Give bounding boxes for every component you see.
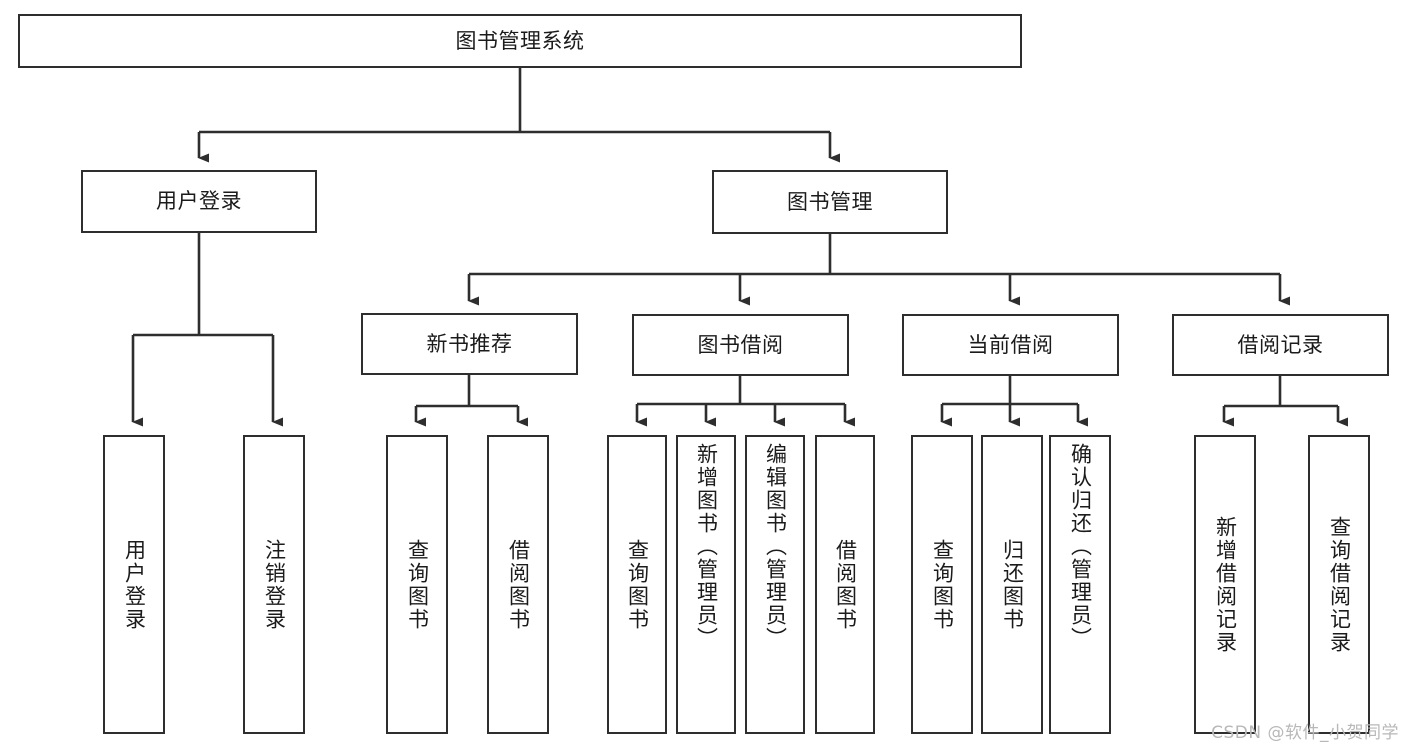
node-leaf-query-record[interactable]: 查询借阅记录 bbox=[1308, 435, 1370, 734]
node-borrow-record-label: 借阅记录 bbox=[1237, 332, 1324, 357]
node-book-borrow-label: 图书借阅 bbox=[697, 332, 784, 357]
node-leaf-query-book-1[interactable]: 查询图书 bbox=[386, 435, 448, 734]
node-leaf-add-book[interactable]: 新增图书（管理员） bbox=[676, 435, 736, 734]
node-leaf-query-book-3-label: 查询图书 bbox=[930, 538, 955, 631]
node-leaf-borrow-book-1-label: 借阅图书 bbox=[506, 538, 531, 631]
node-leaf-add-record-label: 新增借阅记录 bbox=[1213, 515, 1238, 654]
node-leaf-user-login[interactable]: 用户登录 bbox=[103, 435, 165, 734]
node-new-book-recommend[interactable]: 新书推荐 bbox=[361, 313, 578, 375]
node-leaf-query-record-label: 查询借阅记录 bbox=[1327, 515, 1352, 654]
node-leaf-return-book-label: 归还图书 bbox=[1000, 538, 1025, 631]
node-leaf-user-logout-label: 注销登录 bbox=[262, 538, 287, 631]
node-leaf-query-book-2[interactable]: 查询图书 bbox=[607, 435, 667, 734]
node-book-borrow[interactable]: 图书借阅 bbox=[632, 314, 849, 376]
node-leaf-user-logout[interactable]: 注销登录 bbox=[243, 435, 305, 734]
node-user-login[interactable]: 用户登录 bbox=[81, 170, 317, 233]
node-user-login-label: 用户登录 bbox=[156, 189, 242, 214]
node-current-borrow[interactable]: 当前借阅 bbox=[902, 314, 1119, 376]
node-book-manage[interactable]: 图书管理 bbox=[712, 170, 948, 234]
node-leaf-query-book-1-label: 查询图书 bbox=[405, 538, 430, 631]
node-current-borrow-label: 当前借阅 bbox=[967, 332, 1054, 357]
node-leaf-query-book-2-label: 查询图书 bbox=[625, 538, 650, 631]
node-leaf-query-book-3[interactable]: 查询图书 bbox=[911, 435, 973, 734]
node-leaf-add-record[interactable]: 新增借阅记录 bbox=[1194, 435, 1256, 734]
node-leaf-confirm-return-label: 确认归还（管理员） bbox=[1068, 443, 1093, 650]
node-leaf-edit-book-label: 编辑图书（管理员） bbox=[763, 443, 788, 650]
node-leaf-add-book-label: 新增图书（管理员） bbox=[694, 443, 719, 650]
watermark-text: CSDN @软件_小贺同学 bbox=[1211, 723, 1399, 743]
node-leaf-borrow-book-2-label: 借阅图书 bbox=[833, 538, 858, 631]
node-borrow-record[interactable]: 借阅记录 bbox=[1172, 314, 1389, 376]
node-book-manage-label: 图书管理 bbox=[787, 189, 873, 214]
node-new-book-recommend-label: 新书推荐 bbox=[426, 331, 513, 356]
node-leaf-edit-book[interactable]: 编辑图书（管理员） bbox=[745, 435, 805, 734]
node-leaf-return-book[interactable]: 归还图书 bbox=[981, 435, 1043, 734]
node-root-system[interactable]: 图书管理系统 bbox=[18, 14, 1022, 68]
node-leaf-borrow-book-2[interactable]: 借阅图书 bbox=[815, 435, 875, 734]
node-leaf-borrow-book-1[interactable]: 借阅图书 bbox=[487, 435, 549, 734]
node-leaf-confirm-return[interactable]: 确认归还（管理员） bbox=[1049, 435, 1111, 734]
node-root-system-label: 图书管理系统 bbox=[455, 28, 585, 53]
node-leaf-user-login-label: 用户登录 bbox=[122, 538, 147, 631]
